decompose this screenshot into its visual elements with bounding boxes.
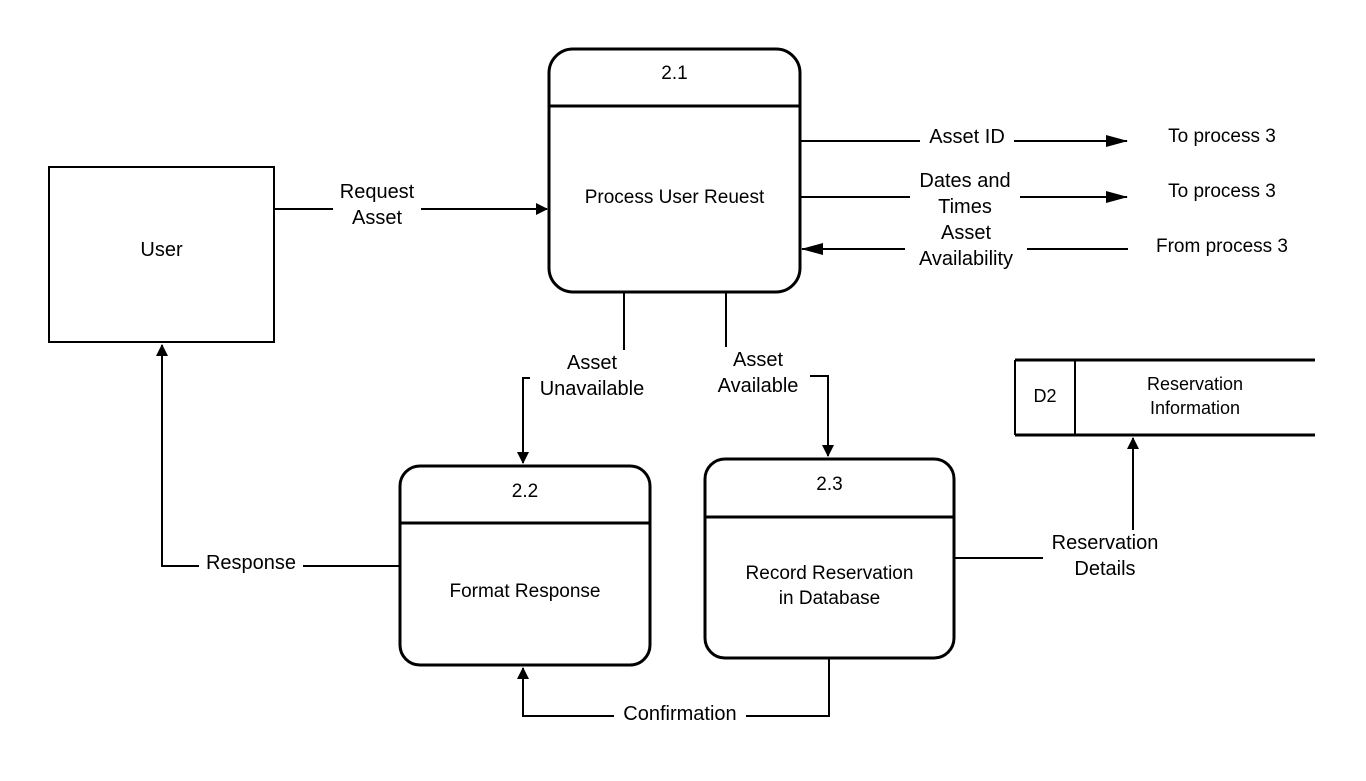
process-2-1-name: Process User Reuest — [584, 187, 765, 208]
flow-response-label: Response — [199, 550, 303, 576]
flow-dates-times-label: Dates and Times — [910, 168, 1020, 220]
flow-available-label: Asset Available — [706, 347, 810, 399]
external-from-process-3: From process 3 — [1134, 234, 1310, 260]
flow-unavailable-label: Asset Unavailable — [530, 350, 654, 402]
flow-asset-id-label: Asset ID — [920, 124, 1014, 150]
process-2-2-id: 2.2 — [511, 481, 539, 502]
process-2-2-name: Format Response — [449, 581, 601, 602]
flow-availability-label: Asset Availability — [905, 220, 1027, 272]
datastore-d2-name: Reservation Information — [1146, 374, 1244, 418]
external-to-process-3-a: To process 3 — [1142, 124, 1302, 150]
process-2-1-id: 2.1 — [661, 63, 688, 84]
datastore-d2-id: D2 — [1033, 386, 1057, 406]
process-2-1-box[interactable] — [547, 47, 802, 294]
flow-response-line — [156, 344, 400, 567]
external-to-process-3-b: To process 3 — [1142, 179, 1302, 205]
user-entity-box[interactable] — [48, 166, 275, 343]
process-2-3-name: Record Reservation in Database — [745, 563, 914, 609]
process-2-3-id: 2.3 — [816, 474, 843, 495]
datastore-d2-shape[interactable] — [1014, 358, 1315, 437]
user-entity-label: User — [140, 239, 183, 261]
flow-reservation-details-label: Reservation Details — [1043, 530, 1167, 582]
flow-confirmation-label: Confirmation — [614, 701, 746, 727]
flow-request-asset-label: Request Asset — [333, 179, 421, 231]
